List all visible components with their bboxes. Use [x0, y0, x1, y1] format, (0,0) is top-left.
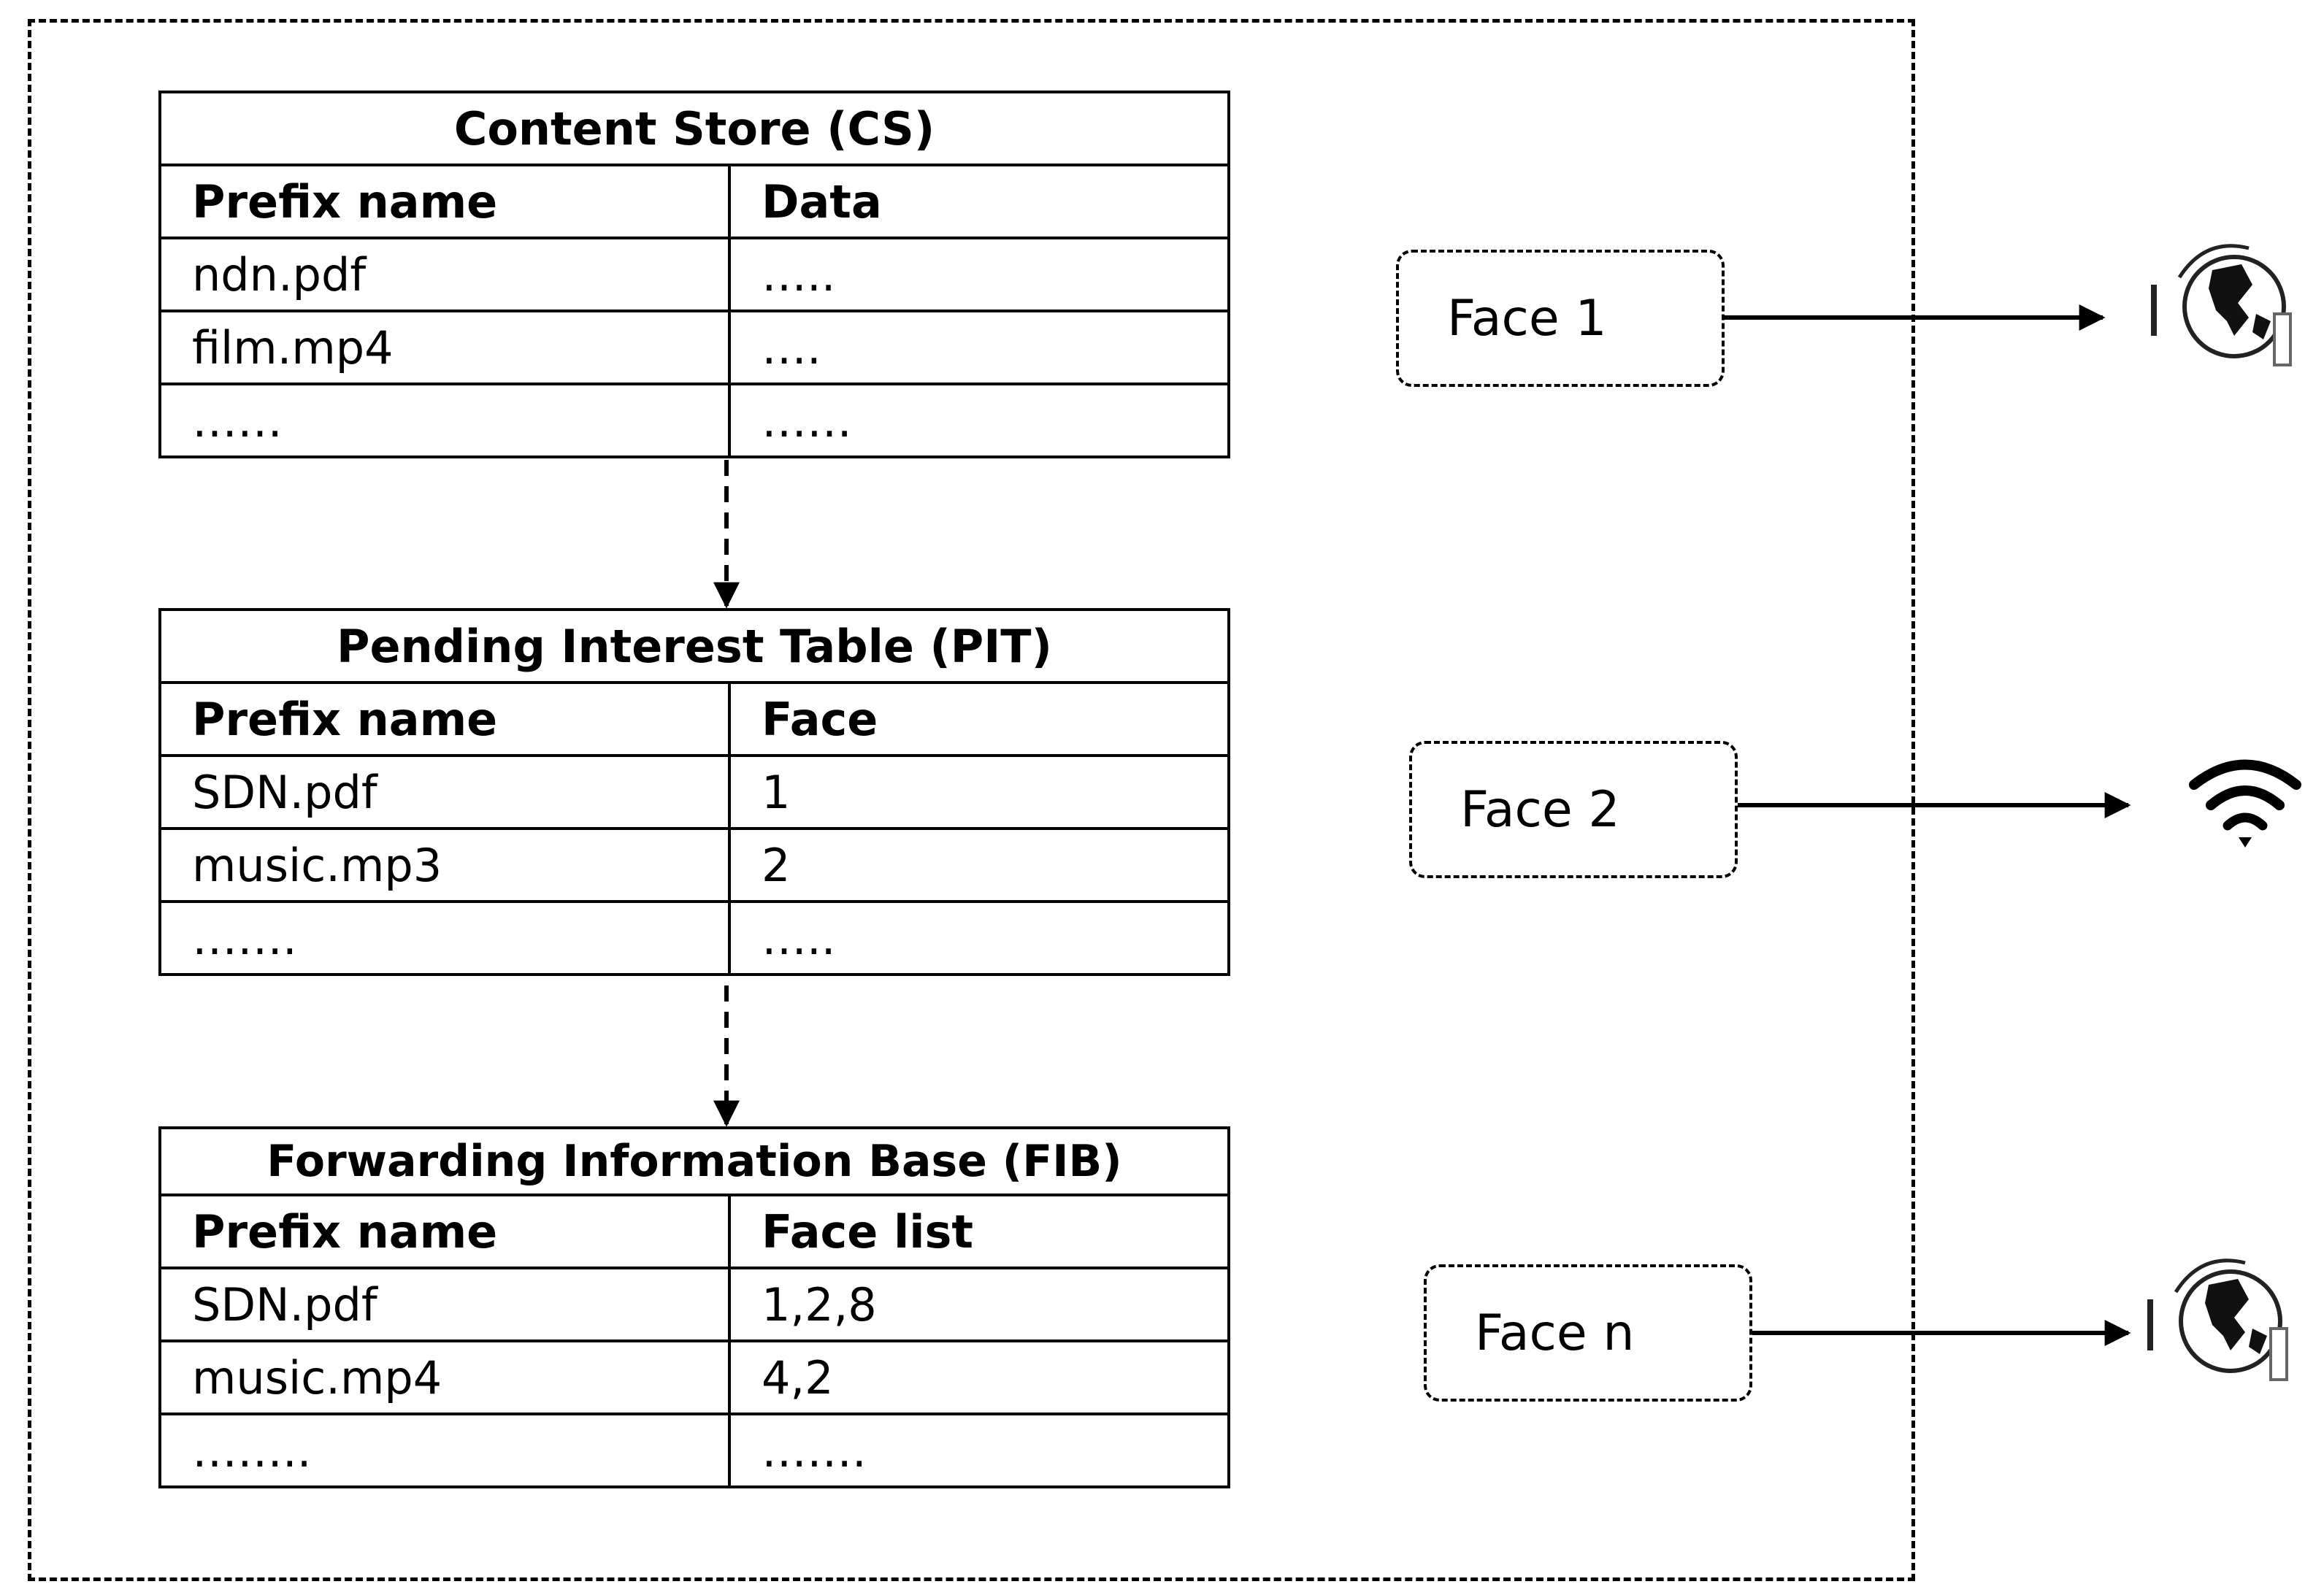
- ndn-node-boundary: [28, 19, 1915, 1581]
- table-cell: 2: [728, 827, 1230, 903]
- table-cell: ….: [728, 310, 1230, 385]
- column-header: Prefix name: [158, 681, 731, 757]
- table-row: …… ……: [158, 383, 1230, 458]
- table-cell: …..: [728, 900, 1230, 976]
- face-label: Face 2: [1460, 780, 1620, 839]
- table-title: Forwarding Information Base (FIB): [158, 1126, 1230, 1196]
- table-row: SDN.pdf 1,2,8: [158, 1267, 1230, 1342]
- table-cell: 4,2: [728, 1340, 1230, 1415]
- column-header: Prefix name: [158, 1194, 731, 1269]
- table-row: ……. …..: [158, 900, 1230, 976]
- table-cell: …….: [158, 900, 731, 976]
- table-cell: ……: [158, 383, 731, 458]
- table-cell: music.mp4: [158, 1340, 731, 1415]
- table-title: Content Store (CS): [158, 91, 1230, 166]
- column-header: Face: [728, 681, 1230, 757]
- table-cell: …..: [728, 237, 1230, 312]
- content-store-table: Content Store (CS) Prefix name Data ndn.…: [158, 91, 1230, 458]
- face-label: Face 1: [1447, 289, 1607, 347]
- table-row: film.mp4 ….: [158, 310, 1230, 385]
- table-cell: ……: [728, 383, 1230, 458]
- table-cell: 1,2,8: [728, 1267, 1230, 1342]
- table-cell: SDN.pdf: [158, 754, 731, 830]
- column-header: Prefix name: [158, 164, 731, 239]
- table-row: …….. …….: [158, 1413, 1230, 1488]
- table-row: SDN.pdf 1: [158, 754, 1230, 830]
- table-cell: SDN.pdf: [158, 1267, 731, 1342]
- face-1-box: Face 1: [1396, 250, 1725, 387]
- table-cell: ndn.pdf: [158, 237, 731, 312]
- globe-network-icon: [2147, 1258, 2288, 1381]
- forwarding-information-base-table: Forwarding Information Base (FIB) Prefix…: [158, 1126, 1230, 1488]
- column-header: Data: [728, 164, 1230, 239]
- table-row: music.mp3 2: [158, 827, 1230, 903]
- column-header: Face list: [728, 1194, 1230, 1269]
- face-2-box: Face 2: [1409, 741, 1738, 878]
- table-cell: …….: [728, 1413, 1230, 1488]
- face-label: Face n: [1475, 1304, 1635, 1362]
- table-title: Pending Interest Table (PIT): [158, 608, 1230, 684]
- table-cell: film.mp4: [158, 310, 731, 385]
- table-cell: 1: [728, 754, 1230, 830]
- face-n-box: Face n: [1424, 1264, 1752, 1402]
- table-row: music.mp4 4,2: [158, 1340, 1230, 1415]
- table-cell: ……..: [158, 1413, 731, 1488]
- pending-interest-table: Pending Interest Table (PIT) Prefix name…: [158, 608, 1230, 976]
- table-row: ndn.pdf …..: [158, 237, 1230, 312]
- wifi-icon: [2189, 759, 2301, 848]
- globe-network-icon: [2151, 244, 2292, 366]
- table-cell: music.mp3: [158, 827, 731, 903]
